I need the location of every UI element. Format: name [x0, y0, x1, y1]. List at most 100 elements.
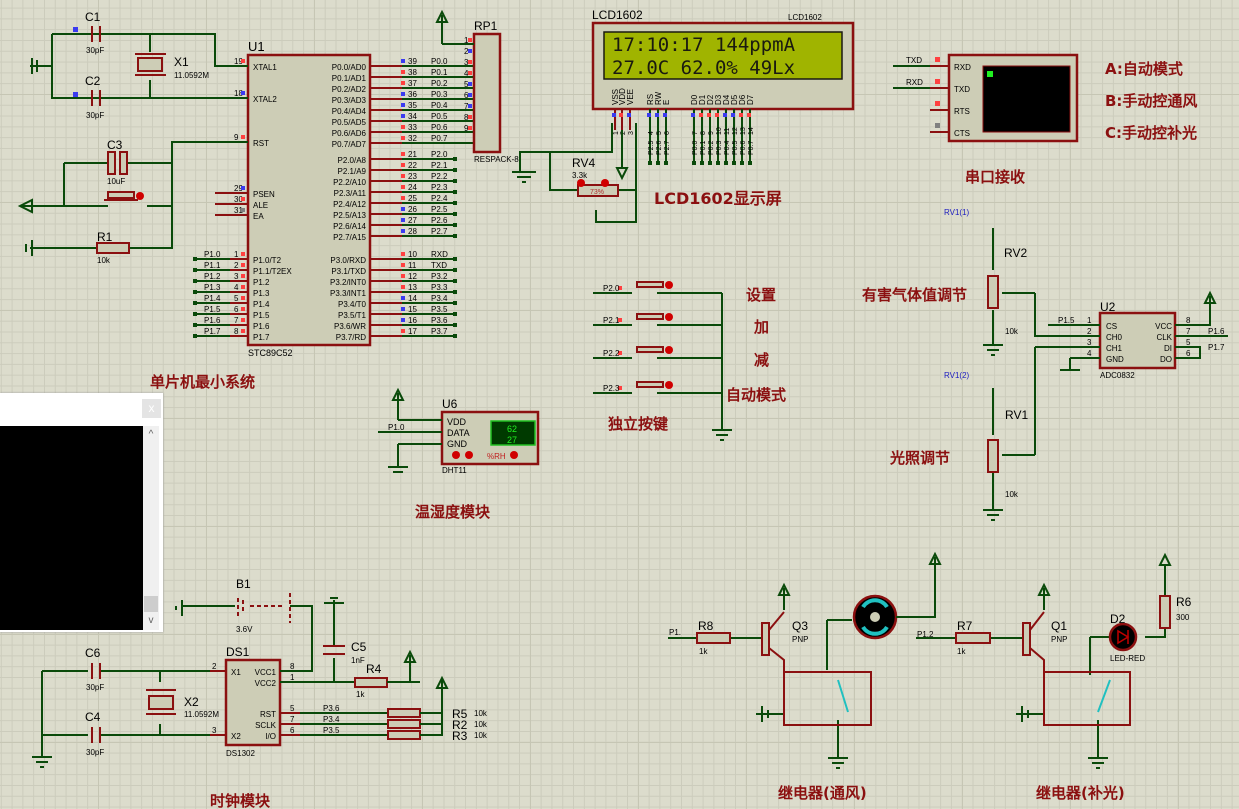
pin-name: RST	[253, 139, 269, 148]
dht-humidity: 62	[507, 424, 517, 434]
rv2-gas-pot[interactable]: RV1(1) RV2 10k	[944, 208, 1035, 356]
u2-pin-number: 3	[1087, 338, 1092, 347]
scroll-thumb[interactable]	[144, 596, 158, 612]
lcd-pin-name: D3	[714, 94, 723, 105]
pin-number: 13	[408, 283, 417, 292]
rp1-pin-number: 7	[464, 102, 469, 111]
lcd-screen	[603, 31, 843, 80]
x1-ref: X1	[174, 55, 189, 69]
pin-number: 6	[234, 305, 239, 314]
rp1-part: RESPACK-8	[474, 155, 519, 164]
reset-circuit: C3 10uF R1 10k	[17, 138, 248, 265]
lcd-line1: 17:10:17 144ppmA	[612, 34, 796, 56]
ds1-pin-name: SCLK	[255, 721, 277, 730]
section-keys: 独立按键	[608, 415, 668, 433]
lcd-net: P0.3	[716, 140, 723, 155]
section-dht: 温湿度模块	[415, 503, 491, 521]
r6-val: 300	[1176, 613, 1190, 622]
terminal-screen[interactable]	[0, 426, 143, 630]
vt-pin-name: TXD	[954, 85, 970, 94]
push-button[interactable]	[636, 346, 664, 353]
lcd-pin-number: 10	[716, 127, 723, 135]
lcd-pin-number: 12	[732, 127, 739, 135]
lcd-pin-name: D0	[690, 94, 699, 105]
terminal-title-bar[interactable]: x	[0, 393, 163, 423]
dht-net: P1.0	[388, 423, 405, 432]
pin-number: 29	[234, 184, 243, 193]
net-label: P3.2	[431, 272, 448, 281]
adc0832[interactable]: U2 ADC0832 1CSP1.52CH03CH14GND8VCC7CLKP1…	[1034, 290, 1228, 455]
terminal-scrollbar[interactable]: ^ v	[143, 426, 159, 630]
close-button[interactable]: x	[142, 399, 161, 418]
scroll-up-icon[interactable]: ^	[148, 429, 154, 440]
r7-ref: R7	[957, 619, 973, 633]
relay-fan-circuit[interactable]: P1. R8 1k Q3 PNP	[668, 551, 942, 769]
virtual-terminal-window[interactable]: x ^ v	[0, 393, 163, 632]
x2-ref: X2	[184, 695, 199, 709]
u2-pin-name: DI	[1164, 344, 1172, 353]
lcd-pin-name: D1	[698, 94, 707, 105]
ds1-pin-name: I/O	[265, 732, 276, 741]
u2-net: P1.5	[1058, 316, 1075, 325]
b1-val: 3.6V	[236, 625, 253, 634]
vt-pin-name: CTS	[954, 129, 970, 138]
lcd-net: P2.6	[656, 140, 663, 155]
pin-number: 2	[234, 261, 239, 270]
push-button[interactable]	[636, 313, 664, 320]
u1-left-pins: 19XTAL118XTAL29RST29PSEN30ALE31EA1P1.0/T…	[193, 57, 292, 342]
lcd-net: P0.1	[700, 140, 707, 155]
mode-help-line: C:手动控补光	[1105, 124, 1197, 142]
net-label: P1.2	[204, 272, 221, 281]
pin-name: XTAL2	[253, 95, 277, 104]
u2-pin-number: 6	[1186, 349, 1191, 358]
rv4-contrast-pot[interactable]: 73% RV4 3.3k	[512, 123, 637, 223]
net-label: P3.6	[431, 316, 448, 325]
x1-crystal[interactable]	[137, 57, 163, 72]
rv1-light-pot[interactable]: RV1(2) RV1 10k	[944, 371, 1035, 521]
lcd-pins: VSS1VDD2VEE3RS4P2.5RW5P2.6E6P2.7D07P0.0D…	[611, 88, 755, 181]
ds1-pin-name: VCC2	[255, 679, 277, 688]
u1-body[interactable]	[246, 53, 372, 347]
r8-val: 1k	[699, 647, 708, 656]
pin-number: 32	[408, 134, 417, 143]
ds1-pin-number: 1	[290, 673, 295, 682]
ds1-part: DS1302	[226, 749, 255, 758]
u2-pin-name: DO	[1160, 355, 1172, 364]
pin-number: 38	[408, 68, 417, 77]
ds1-pin-name: VCC1	[255, 668, 277, 677]
pin-name: P1.2	[253, 278, 270, 287]
rv2-ref: RV2	[1004, 246, 1027, 260]
pin-name: P1.6	[253, 322, 270, 331]
reset-button[interactable]	[107, 191, 135, 199]
push-button[interactable]	[636, 281, 664, 288]
pin-number: 14	[408, 294, 417, 303]
dht11-sensor[interactable]: 62 27 %RH U6 DHT11 VDD DATA GND P1.0	[378, 387, 540, 475]
pin-number: 33	[408, 123, 417, 132]
pin-number: 5	[234, 294, 239, 303]
pin-number: 37	[408, 79, 417, 88]
c6-ref: C6	[85, 646, 101, 660]
u1-mcu[interactable]: U1 STC89C52 19XTAL118XTAL29RST29PSEN30AL…	[193, 39, 474, 358]
pin-number: 10	[408, 250, 417, 259]
oscillator-circuit: C1 30pF C2 30pF X1 11.0592M	[30, 10, 248, 120]
lcd-pin-number: 6	[664, 131, 671, 135]
scroll-down-icon[interactable]: v	[148, 615, 154, 626]
rp1-pin-number: 1	[464, 36, 469, 45]
rp1-pin-number: 2	[464, 47, 469, 56]
rp1-ref: RP1	[474, 19, 498, 33]
push-button[interactable]	[636, 381, 664, 388]
pin-name: ALE	[253, 201, 268, 210]
vt-net: RXD	[906, 78, 923, 87]
vt-pin-name: RXD	[954, 63, 971, 72]
lcd-pin-name: E	[662, 100, 671, 105]
relay-light-circuit[interactable]: P1.2 R7 1k Q1 PNP D2 LED-RED R6 300	[916, 552, 1192, 769]
lcd1602[interactable]: LCD1602 LCD1602 17:10:17 144ppmA 27.0C 6…	[591, 8, 855, 181]
dht-pin-gnd: GND	[447, 439, 468, 449]
pin-number: 3	[234, 272, 239, 281]
